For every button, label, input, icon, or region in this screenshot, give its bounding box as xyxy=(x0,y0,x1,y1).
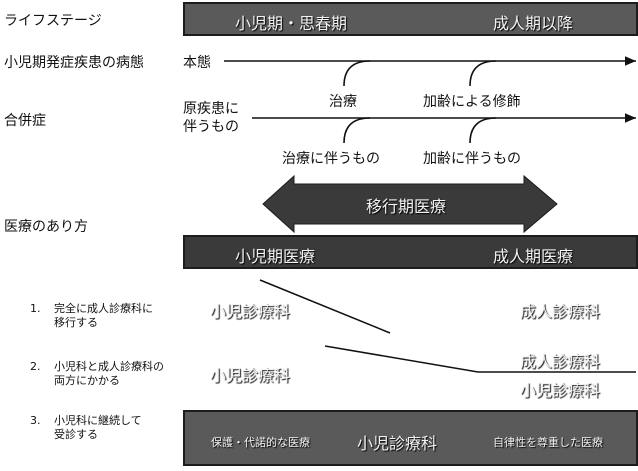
option1-number: 1. xyxy=(30,302,41,315)
complication-branch-treatment-label: 治療に伴うもの xyxy=(282,151,380,167)
transition-double-arrow xyxy=(262,174,558,234)
option2-label: 2. 小児科と成人診療科の 両方にかかる xyxy=(30,360,164,387)
option2-child-dept: 小児診療科 xyxy=(210,366,291,385)
life-stage-adult: 成人期以降 xyxy=(493,14,574,33)
pathology-branch-aging-label: 加齢による修飾 xyxy=(423,94,521,110)
option3-line2: 受診する xyxy=(54,428,98,441)
life-stage-child: 小児期・思春期 xyxy=(235,14,348,33)
row-label-care: 医療のあり方 xyxy=(4,219,88,235)
pathology-branch-aging xyxy=(469,60,497,87)
option3-box: 保護・代諾的な医療 小児診療科 自律性を尊重した医療 xyxy=(183,410,638,466)
option2-divider xyxy=(324,345,636,373)
option3-child-dept: 小児診療科 xyxy=(357,434,438,453)
pathology-branch-treatment-label: 治療 xyxy=(329,94,357,110)
option2-child-dept-right: 小児診療科 xyxy=(520,381,601,400)
row-label-complications: 合併症 xyxy=(4,113,46,129)
option1-child-dept: 小児診療科 xyxy=(210,302,291,321)
option1-label: 1. 完全に成人診療科に 移行する xyxy=(30,302,153,329)
row-label-pathology: 小児期発症疾患の病態 xyxy=(4,55,144,71)
option1-line1: 完全に成人診療科に xyxy=(54,302,153,315)
option3-protective-care: 保護・代諾的な医療 xyxy=(211,436,310,449)
complication-start-line2: 伴うもの xyxy=(183,119,239,135)
care-child: 小児期医療 xyxy=(235,247,316,266)
option3-autonomy-care: 自律性を尊重した医療 xyxy=(493,436,603,449)
care-adult: 成人期医療 xyxy=(493,247,574,266)
option2-line1: 小児科と成人診療科の xyxy=(54,360,164,373)
care-bar: 小児期医療 成人期医療 xyxy=(183,235,638,269)
complication-branch-treatment xyxy=(343,117,371,144)
complication-start-line1: 原疾患に xyxy=(183,101,239,117)
pathology-start-label: 本態 xyxy=(183,55,211,71)
life-stage-bar: 小児期・思春期 成人期以降 xyxy=(183,2,638,36)
option1-line2: 移行する xyxy=(54,316,98,329)
complication-branch-aging-label: 加齢に伴うもの xyxy=(423,151,521,167)
pathology-branch-treatment xyxy=(343,60,371,87)
complication-branch-aging xyxy=(469,117,497,144)
option1-adult-dept: 成人診療科 xyxy=(520,302,601,321)
option2-adult-dept: 成人診療科 xyxy=(520,352,601,371)
option1-divider xyxy=(259,279,391,334)
row-label-life-stage: ライフステージ xyxy=(4,13,102,29)
option3-line1: 小児科に継続して xyxy=(54,414,142,427)
transition-label: 移行期医療 xyxy=(366,197,447,216)
option3-number: 3. xyxy=(30,414,41,427)
option2-number: 2. xyxy=(30,360,41,373)
complication-start-label: 原疾患に 伴うもの xyxy=(183,100,239,136)
option2-line2: 両方にかかる xyxy=(54,374,120,387)
option3-label: 3. 小児科に継続して 受診する xyxy=(30,414,142,441)
